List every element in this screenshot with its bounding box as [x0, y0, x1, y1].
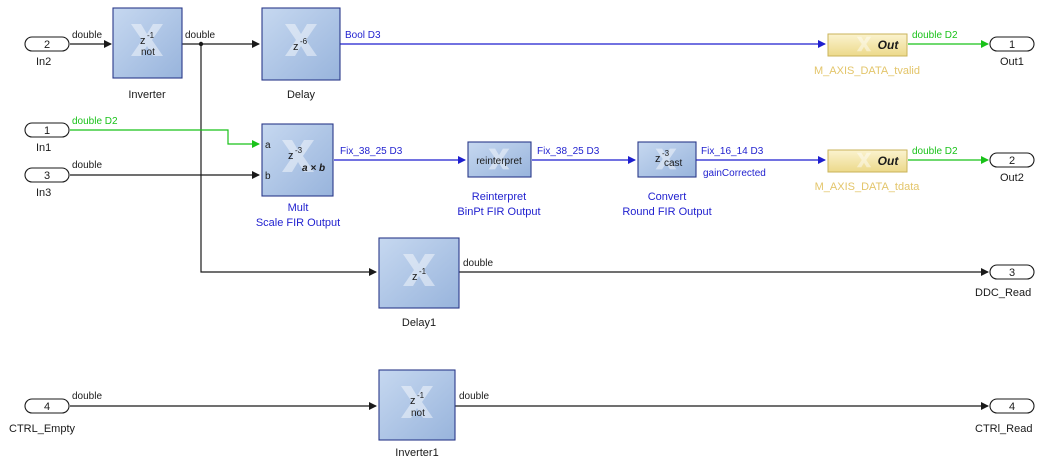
- signal-label-inverter-out: double: [185, 30, 215, 41]
- signal-label-reinterpret-out: Fix_38_25 D3: [537, 146, 600, 157]
- block-exp: -1: [419, 267, 427, 276]
- gateway-out-tdata[interactable]: Out M_AXIS_DATA_tdata: [815, 149, 921, 193]
- block-z: z: [655, 153, 661, 165]
- outport-ddc-read[interactable]: 3 DDC_Read: [975, 264, 1035, 299]
- signal-labels: double double Bool D3 double D2 double D…: [72, 30, 958, 402]
- inport-in1[interactable]: 1 In1: [24, 122, 70, 154]
- signal-label-in3: double: [72, 160, 102, 171]
- block-exp: -1: [147, 31, 155, 40]
- block-z: z: [410, 395, 416, 407]
- outport-number: 3: [1009, 267, 1015, 279]
- signal-label-in2: double: [72, 30, 102, 41]
- mult-port-a: a: [265, 140, 271, 151]
- block-name: Mult: [288, 202, 309, 214]
- block-subtitle: Round FIR Output: [622, 206, 711, 218]
- outport-name: Out1: [1000, 56, 1024, 68]
- block-name: Inverter: [128, 89, 166, 101]
- block-exp: -6: [300, 37, 308, 46]
- block-name: Reinterpret: [472, 191, 526, 203]
- signal-label-mult-out: Fix_38_25 D3: [340, 146, 403, 157]
- mult-port-b: b: [265, 171, 271, 182]
- block-name: Delay: [287, 89, 316, 101]
- outport-out1[interactable]: 1 Out1: [989, 36, 1035, 68]
- signal-label-gw2-out: double D2: [912, 146, 958, 157]
- inport-name: In2: [36, 56, 51, 68]
- inport-name: In1: [36, 142, 51, 154]
- block-name: M_AXIS_DATA_tdata: [815, 181, 921, 193]
- block-delay1[interactable]: z -1 Delay1: [378, 237, 460, 329]
- inport-in3[interactable]: 3 In3: [24, 167, 70, 199]
- wire-in1-mult[interactable]: [70, 129, 260, 148]
- inport-number: 1: [44, 125, 50, 137]
- block-op: not: [411, 408, 425, 419]
- signal-label-inverter1-out: double: [459, 391, 489, 402]
- signal-label-delay-out: Bool D3: [345, 30, 381, 41]
- block-name: Inverter1: [395, 447, 438, 459]
- outport-number: 2: [1009, 155, 1015, 167]
- block-name: Convert: [648, 191, 687, 203]
- block-name: Delay1: [402, 317, 436, 329]
- signal-label-gw1-out: double D2: [912, 30, 958, 41]
- block-exp: -1: [417, 391, 425, 400]
- outport-number: 4: [1009, 401, 1015, 413]
- inport-name: In3: [36, 187, 51, 199]
- block-op: not: [141, 47, 155, 58]
- inport-name: CTRL_Empty: [9, 423, 76, 435]
- inport-number: 3: [44, 170, 50, 182]
- signal-label-in1: double D2: [72, 116, 118, 127]
- wire-inverter-delay1[interactable]: [200, 44, 377, 276]
- block-text: reinterpret: [476, 156, 522, 167]
- signal-label-ctrl-in: double: [72, 391, 102, 402]
- outport-name: DDC_Read: [975, 287, 1031, 299]
- outport-name: CTRl_Read: [975, 423, 1032, 435]
- block-exp: -3: [295, 146, 303, 155]
- outport-ctrl-read[interactable]: 4 CTRl_Read: [975, 398, 1035, 435]
- signal-name-gain-corrected: gainCorrected: [703, 168, 766, 179]
- block-z: z: [412, 271, 418, 283]
- mult-expr: a × b: [302, 163, 325, 174]
- outport-out2[interactable]: 2 Out2: [989, 152, 1035, 184]
- signal-label-convert-out: Fix_16_14 D3: [701, 146, 764, 157]
- inport-number: 2: [44, 39, 50, 51]
- outport-name: Out2: [1000, 172, 1024, 184]
- block-convert[interactable]: z -3 cast Convert Round FIR Output: [622, 141, 712, 218]
- block-z: z: [293, 41, 299, 53]
- block-inverter[interactable]: z -1 not Inverter: [112, 7, 183, 101]
- gateway-text: Out: [878, 154, 900, 168]
- inport-number: 4: [44, 401, 50, 413]
- block-mult[interactable]: a b z -3 a × b Mult Scale FIR Output: [256, 123, 340, 229]
- outport-number: 1: [1009, 39, 1015, 51]
- wires: [70, 40, 989, 410]
- block-op: cast: [664, 158, 683, 169]
- block-exp: -3: [662, 149, 670, 158]
- block-reinterpret[interactable]: reinterpret Reinterpret BinPt FIR Output: [457, 141, 541, 218]
- gateway-text: Out: [878, 38, 900, 52]
- inport-ctrl-empty[interactable]: 4 CTRL_Empty: [9, 398, 76, 435]
- block-delay[interactable]: z -6 Delay: [261, 7, 341, 101]
- block-inverter1[interactable]: z -1 not Inverter1: [378, 369, 456, 459]
- block-z: z: [288, 150, 294, 162]
- block-subtitle: BinPt FIR Output: [457, 206, 540, 218]
- block-subtitle: Scale FIR Output: [256, 217, 340, 229]
- block-z: z: [140, 35, 146, 47]
- gateway-out-tvalid[interactable]: Out M_AXIS_DATA_tvalid: [814, 33, 920, 77]
- signal-label-delay1-out: double: [463, 258, 493, 269]
- inport-in2[interactable]: 2 In2: [24, 36, 70, 68]
- block-name: M_AXIS_DATA_tvalid: [814, 65, 920, 77]
